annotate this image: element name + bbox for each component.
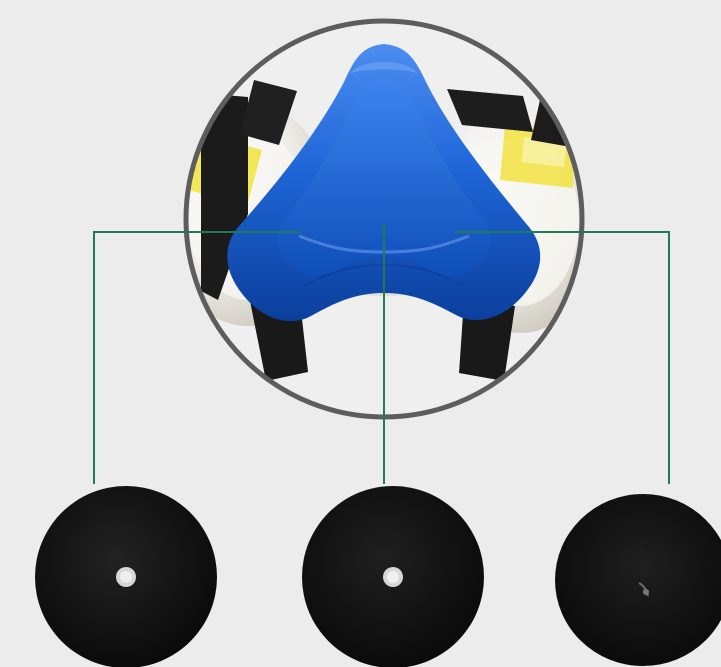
center-valve-disc-icon: [302, 486, 484, 667]
right-valve-disc-icon: [555, 494, 721, 666]
left-valve-disc-icon: [35, 486, 217, 667]
